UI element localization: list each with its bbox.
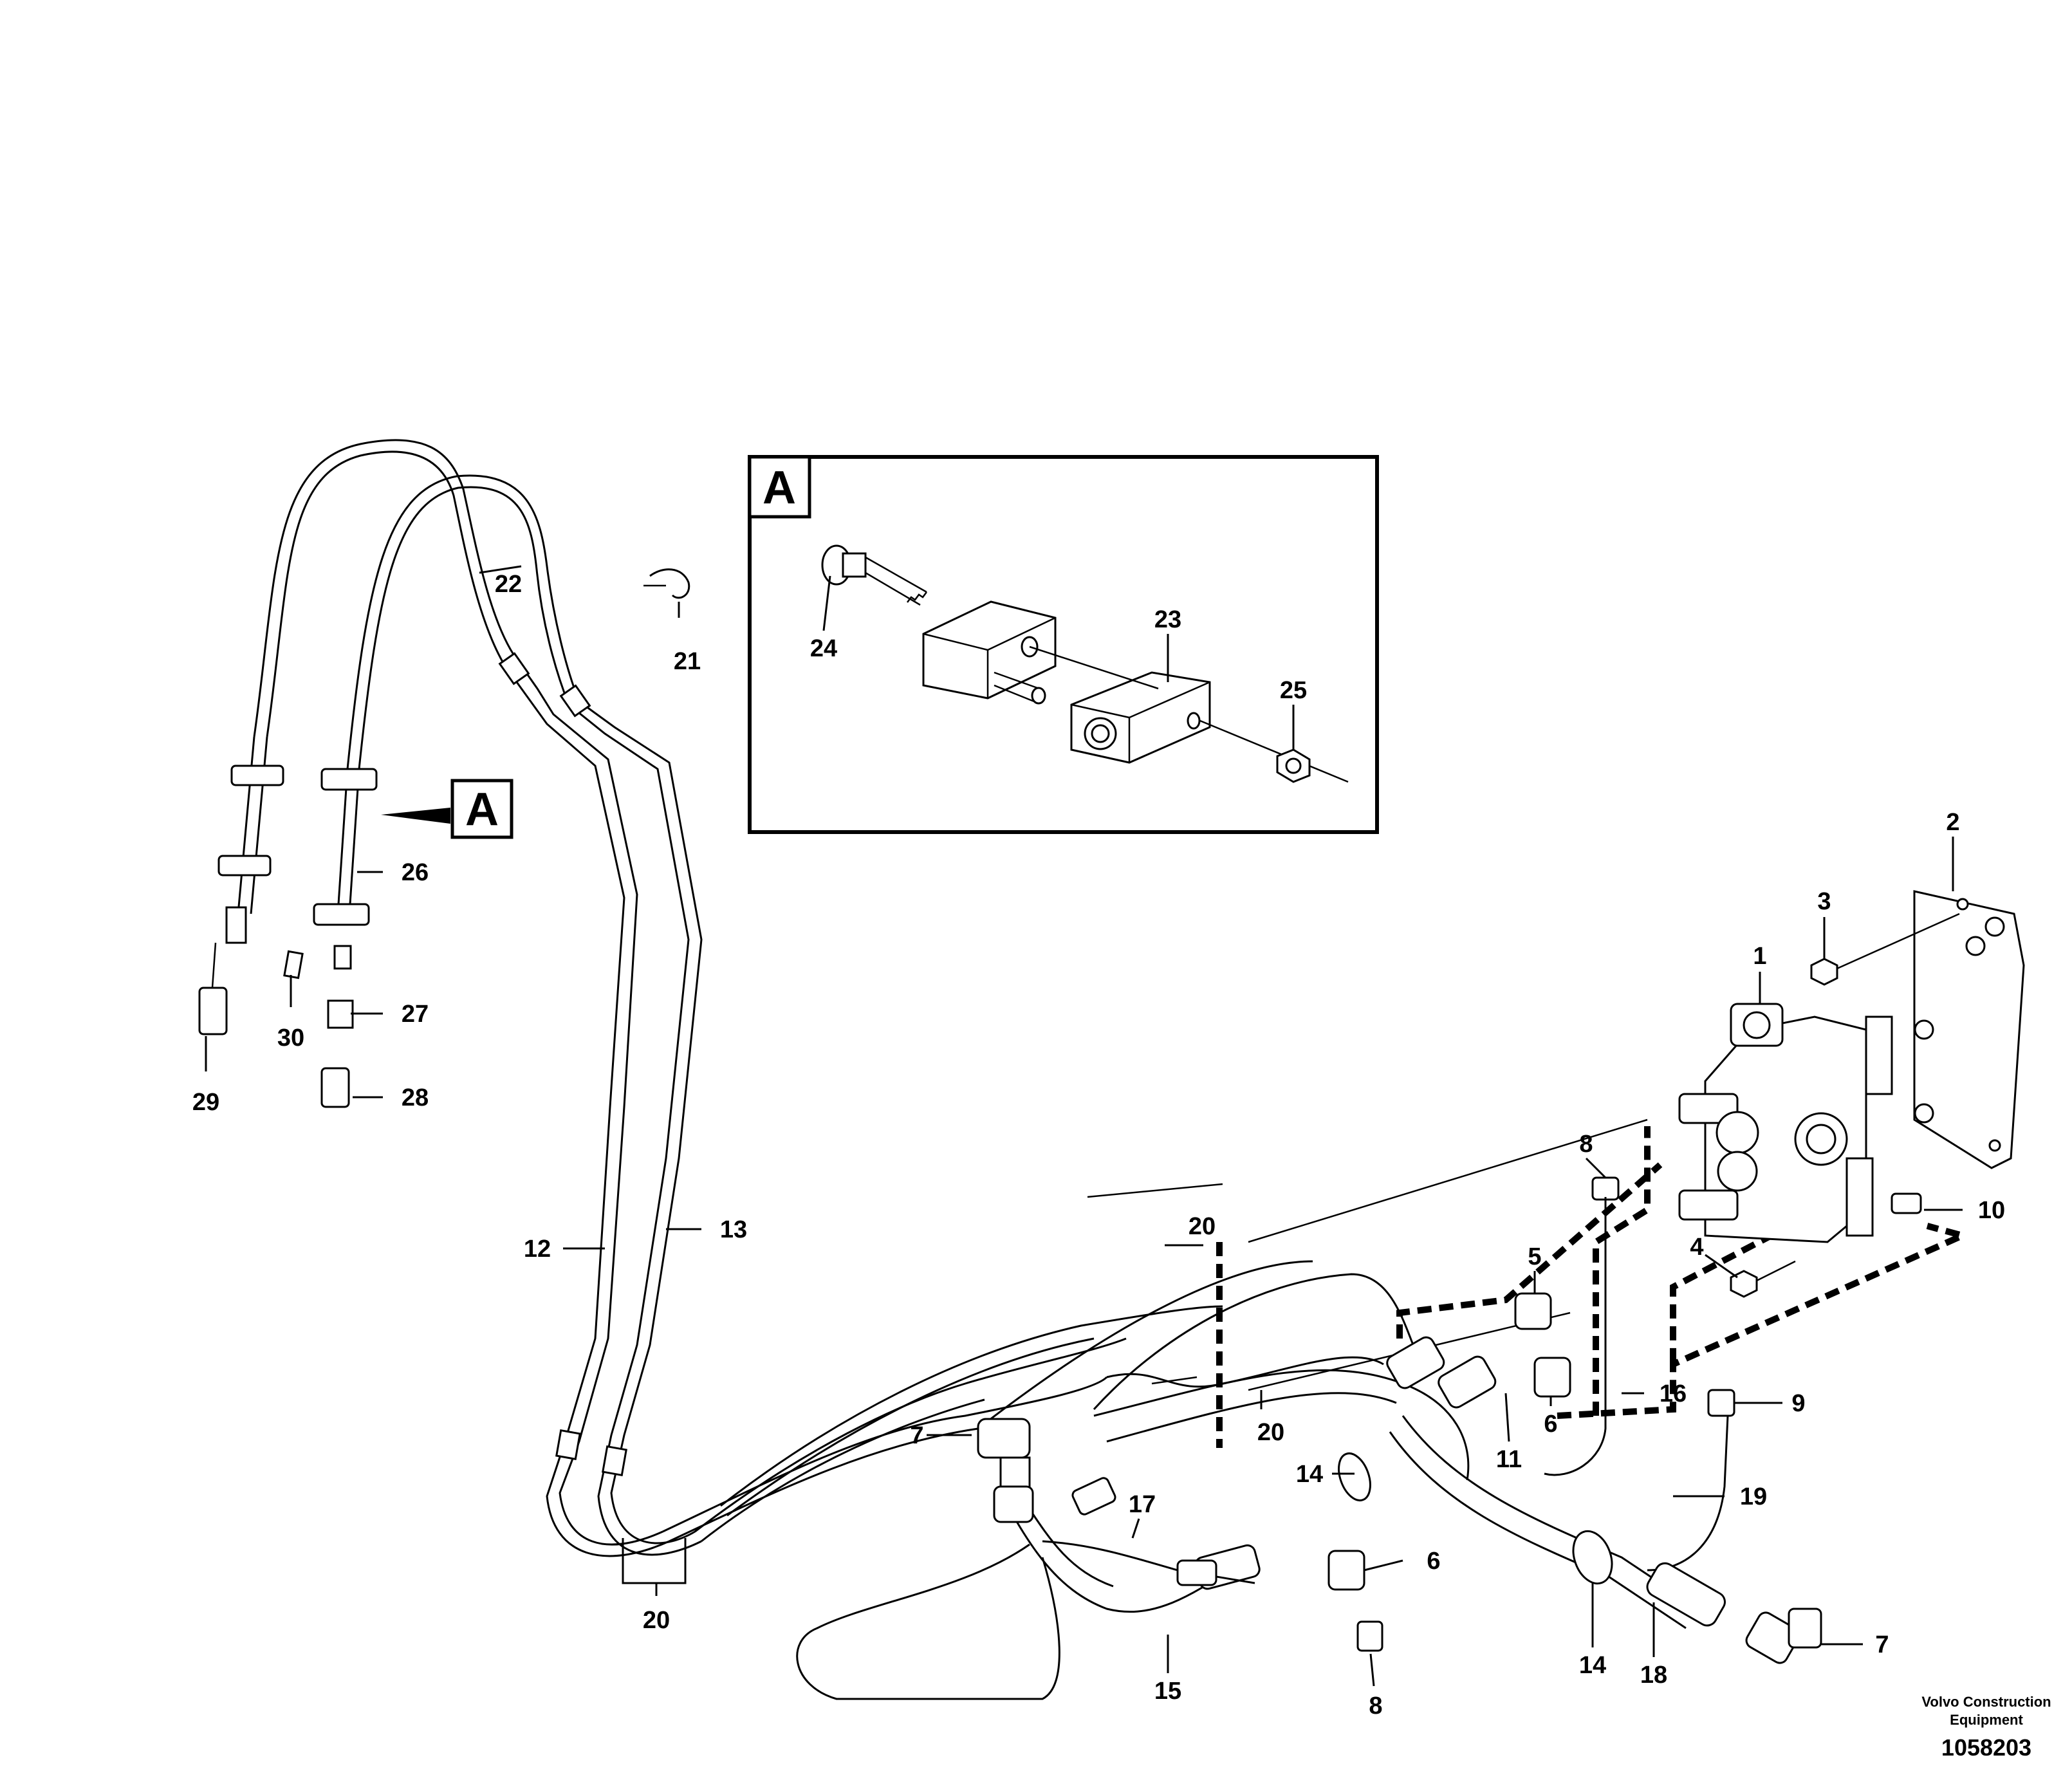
label-18: 18: [1640, 1662, 1667, 1689]
label-4: 4: [1690, 1234, 1703, 1261]
clamp-assembly-left: [198, 736, 284, 1035]
label-2: 2: [1946, 809, 1959, 836]
hydraulic-line-12: [504, 656, 670, 1557]
coupling-part-11: [1386, 1336, 1497, 1409]
screw-part-3: [1810, 913, 1960, 986]
detail-a-callout: A: [465, 784, 499, 835]
caption-brand-line2: Equipment: [1950, 1712, 2023, 1728]
label-8-lower: 8: [1369, 1692, 1382, 1720]
label-5: 5: [1528, 1243, 1541, 1270]
label-13: 13: [720, 1216, 747, 1243]
label-12: 12: [524, 1236, 551, 1263]
label-8-upper: 8: [1579, 1131, 1593, 1158]
fitting-part-6-lower: [1327, 1550, 1365, 1591]
label-6-lower: 6: [1427, 1548, 1440, 1575]
label-24: 24: [810, 635, 837, 662]
clip-part-21: [643, 568, 690, 599]
hose-part-17: [796, 1540, 1255, 1700]
label-27: 27: [402, 1001, 429, 1028]
label-6-upper: 6: [1544, 1411, 1557, 1438]
hose-bundle-20: [662, 1118, 1648, 1543]
label-16: 16: [1660, 1380, 1687, 1407]
tag-part-30: [283, 950, 304, 979]
drawing-caption: Volvo Construction Equipment 1058203: [1921, 1694, 2051, 1761]
label-11: 11: [1496, 1446, 1522, 1473]
elbow-part-7-lower: [1745, 1608, 1822, 1664]
fitting-part-8-upper: [1591, 1176, 1620, 1201]
label-29: 29: [192, 1089, 219, 1116]
label-1: 1: [1753, 943, 1766, 970]
label-20-top: 20: [1189, 1213, 1216, 1240]
label-14-upper: 14: [1296, 1461, 1323, 1488]
nut-part-25: [1276, 748, 1311, 783]
label-28: 28: [402, 1084, 429, 1111]
ring-part-14-upper: [1338, 1452, 1371, 1501]
leader-lines: [205, 565, 1963, 1687]
caption-drawing-number: 1058203: [1941, 1734, 2031, 1761]
label-9: 9: [1791, 1390, 1805, 1417]
label-7-upper: 7: [910, 1422, 923, 1449]
hose-part-18: [1389, 1415, 1726, 1629]
label-26: 26: [402, 859, 429, 886]
fitting-part-9: [1707, 1389, 1735, 1417]
clamp-assembly-right: [313, 768, 378, 1108]
fitting-part-5: [1514, 1292, 1552, 1330]
label-20-mid: 20: [1257, 1419, 1284, 1446]
label-10: 10: [1978, 1197, 2005, 1224]
fitting-part-8-lower: [1356, 1620, 1383, 1652]
part-labels: A 22 21 26 27 28 29 30 12 13 20 20 20 7 …: [192, 571, 2005, 1720]
label-22: 22: [495, 571, 522, 598]
fitting-20-end: [1071, 1477, 1116, 1516]
spacer-block: [922, 600, 1057, 705]
mounting-bracket-part-2: [1913, 890, 2025, 1169]
control-valve-part-1: [1678, 1003, 1893, 1243]
caption-brand-line1: Volvo Construction: [1921, 1694, 2051, 1710]
label-30: 30: [277, 1024, 304, 1052]
label-20-bottom: 20: [643, 1607, 670, 1634]
label-14-lower: 14: [1579, 1652, 1606, 1679]
label-23: 23: [1154, 606, 1181, 633]
bolt-part-24: [821, 544, 927, 606]
hose-part-19: [1647, 1415, 1729, 1571]
screw-part-4: [1730, 1260, 1796, 1298]
detail-a-marker: A: [763, 462, 796, 514]
fitting-part-10: [1891, 1192, 1922, 1214]
fitting-part-17-nut: [993, 1485, 1034, 1523]
label-7-lower: 7: [1875, 1631, 1889, 1658]
elbow-part-7-upper: [977, 1418, 1031, 1494]
fitting-part-6-upper: [1533, 1357, 1571, 1398]
detail-a-callout-box: [450, 779, 513, 839]
label-3: 3: [1817, 888, 1831, 915]
bundle-marker-20: [622, 1538, 687, 1584]
detail-a-inset: A: [748, 455, 1379, 834]
label-15: 15: [1154, 1678, 1181, 1705]
label-25: 25: [1280, 677, 1307, 704]
hydraulic-line-13: [568, 700, 703, 1556]
hose-part-16: [1544, 1197, 1607, 1476]
label-19: 19: [1740, 1483, 1767, 1510]
hose-pair-22: [253, 439, 580, 770]
label-21: 21: [674, 648, 701, 675]
label-17: 17: [1129, 1491, 1156, 1518]
clamp-block-part-23: [1070, 671, 1211, 764]
